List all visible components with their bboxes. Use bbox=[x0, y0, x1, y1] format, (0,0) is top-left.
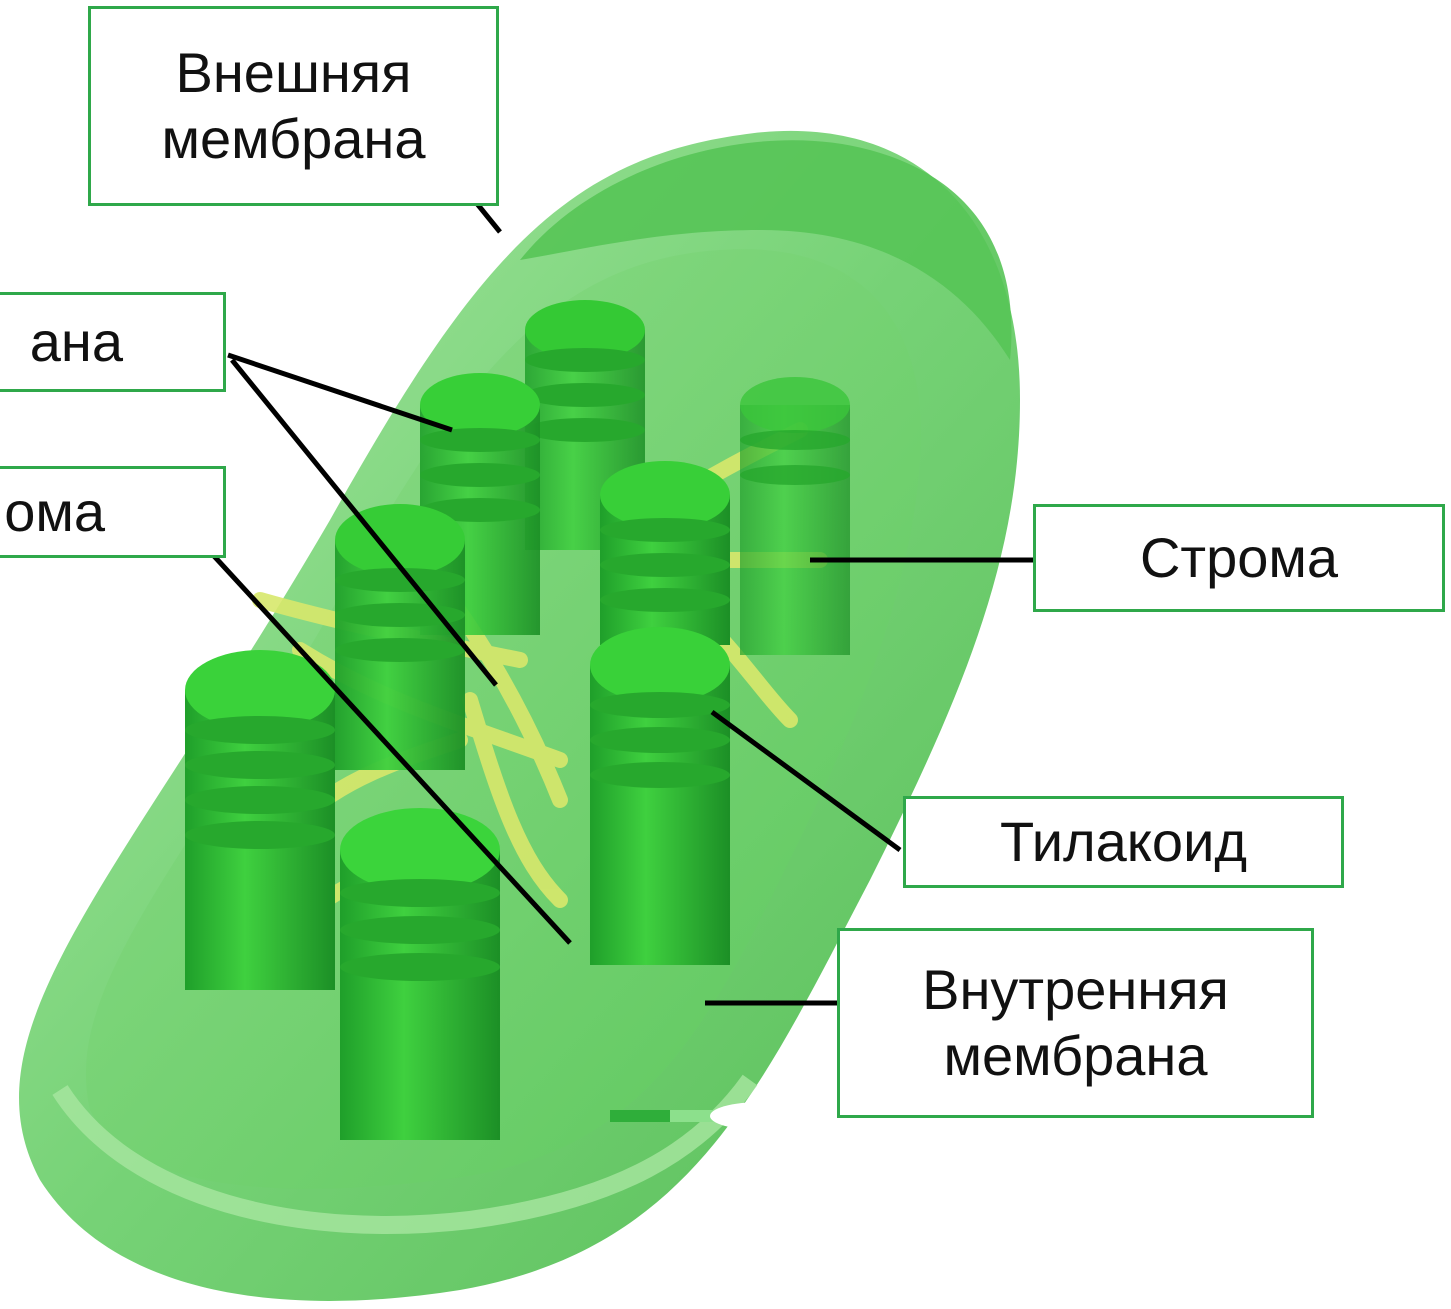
label-stroma: Строма bbox=[1033, 504, 1445, 612]
label-inner-membrane-line1: Внутренняя bbox=[922, 957, 1229, 1023]
label-outer-membrane-line2: мембрана bbox=[162, 106, 426, 172]
label-grana-text: ома bbox=[4, 479, 105, 545]
granum bbox=[600, 461, 730, 645]
granum bbox=[740, 377, 850, 655]
label-thylakoid-text: Тилакоид bbox=[1000, 809, 1247, 875]
label-inner-membrane: Внутренняя мембрана bbox=[837, 928, 1314, 1118]
label-outer-membrane: Внешняя мембрана bbox=[88, 6, 499, 206]
label-stroma-text: Строма bbox=[1140, 525, 1338, 591]
label-grana: ома bbox=[0, 466, 226, 558]
label-outer-membrane-line1: Внешняя bbox=[176, 40, 412, 106]
granum bbox=[340, 808, 500, 1140]
label-intermembrane: ана bbox=[0, 292, 226, 392]
granum bbox=[590, 627, 730, 965]
label-intermembrane-text: ана bbox=[30, 309, 123, 375]
label-inner-membrane-line2: мембрана bbox=[944, 1023, 1208, 1089]
label-thylakoid: Тилакоид bbox=[903, 796, 1344, 888]
granum bbox=[185, 650, 335, 990]
granum bbox=[335, 504, 465, 770]
